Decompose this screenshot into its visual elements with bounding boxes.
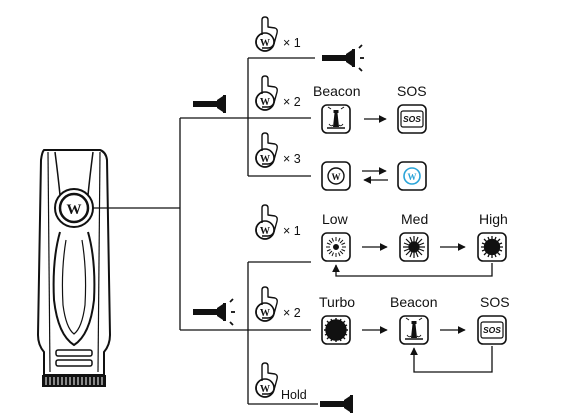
press-icon: [255, 204, 279, 240]
burst-high-icon: [481, 236, 503, 258]
press-hold-label: Hold: [281, 388, 307, 402]
press-icon: [255, 362, 279, 398]
press-count-label: × 2: [283, 95, 301, 109]
connector-lines: [93, 57, 318, 405]
mode-label-sos: SOS: [480, 294, 510, 310]
mode-label-low: Low: [322, 211, 349, 227]
main-button-letter: W: [67, 202, 82, 218]
press-count-label: × 3: [283, 152, 301, 166]
press-count-label: × 1: [283, 36, 301, 50]
burst-med-icon: [403, 236, 425, 258]
torch-on-icon: [192, 298, 236, 326]
mode-label-med: Med: [401, 211, 428, 227]
sos-icon-text: SOS: [403, 114, 421, 124]
press-count-label: × 1: [283, 224, 301, 238]
flashlight-on-icon: [321, 44, 365, 72]
burst-low-icon: [326, 237, 346, 257]
mode-label-beacon: Beacon: [313, 83, 360, 99]
press-icon: [255, 132, 279, 168]
press-icon: [255, 75, 279, 111]
press-count-label: × 2: [283, 306, 301, 320]
flashlight-illustration: W: [36, 149, 112, 387]
cycle-back-arrow: [410, 346, 493, 373]
press-icon: [255, 16, 279, 52]
mode-label-turbo: Turbo: [319, 294, 355, 310]
sos-icon-text: SOS: [483, 325, 501, 335]
cycle-back-arrow: [332, 263, 493, 277]
svg-text:W: W: [408, 172, 417, 182]
flashlight-off-icon: [320, 395, 353, 413]
svg-text:W: W: [332, 172, 341, 182]
torch-off-icon: [193, 95, 226, 113]
mode-label-high: High: [479, 211, 508, 227]
press-icon: [255, 286, 279, 322]
mode-label-beacon: Beacon: [390, 294, 437, 310]
mode-label-sos: SOS: [397, 83, 427, 99]
burst-turbo-icon: [324, 318, 348, 342]
